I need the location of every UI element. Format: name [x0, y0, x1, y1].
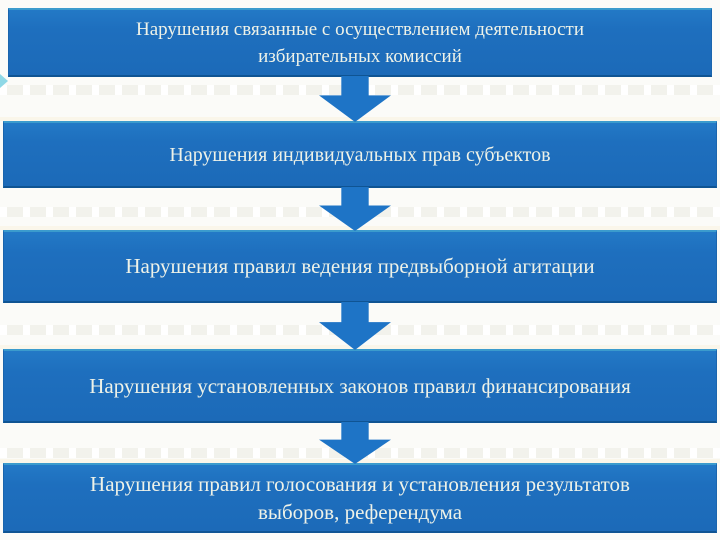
flow-step-label: Нарушения правил голосования и установле… [90, 472, 630, 496]
background-texture-band [0, 459, 720, 463]
arrow-down-icon [319, 76, 391, 122]
arrow-down-icon [319, 187, 391, 231]
flow-step-voting-results: Нарушения правил голосования и установле… [3, 463, 717, 533]
flow-step-label: Нарушения правил ведения предвыборной аг… [125, 254, 595, 278]
flow-step-campaign-rules: Нарушения правил ведения предвыборной аг… [3, 230, 717, 303]
flow-step-label: Нарушения связанные с осуществлением дея… [136, 18, 584, 40]
arrow-down-icon [319, 302, 391, 350]
flow-step-label: Нарушения установленных законов правил ф… [89, 373, 631, 398]
flow-step-label: избирательных комиссий [258, 45, 462, 67]
flow-step-label: выборов, референдума [257, 500, 463, 524]
left-edge-artifact [0, 74, 8, 88]
flow-step-individual-rights: Нарушения индивидуальных прав субъектов [3, 121, 717, 188]
background-texture-band [0, 345, 720, 349]
flow-step-commission-activity: Нарушения связанные с осуществлением дея… [8, 8, 712, 77]
flow-step-label: Нарушения индивидуальных прав субъектов [169, 143, 551, 166]
background-texture-band [0, 117, 720, 121]
background-texture-band [0, 226, 720, 230]
flow-step-financing-rules: Нарушения установленных законов правил ф… [3, 349, 717, 423]
